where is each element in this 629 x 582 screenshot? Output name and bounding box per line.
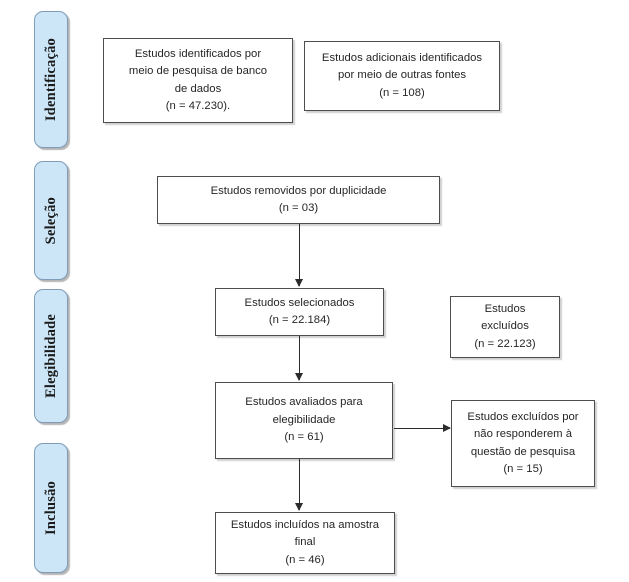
text-line: não responderem à: [474, 428, 572, 440]
box-identificados-outras-fontes: Estudos adicionais identificados por mei…: [304, 41, 500, 111]
text-line: (n = 03): [278, 202, 319, 214]
stage-elegibilidade-label: Elegibilidade: [42, 314, 59, 398]
stage-inclusao: Inclusão: [34, 443, 68, 573]
box-avaliados-elegibilidade: Estudos avaliados para elegibilidade (n …: [215, 382, 393, 459]
box-avaliados-elegibilidade-text: Estudos avaliados para elegibilidade (n …: [245, 394, 362, 447]
text-line: Estudos: [484, 302, 526, 315]
box-selecionados-text: Estudos selecionados (n = 22.184): [245, 295, 355, 330]
arrow-avaliados-to-incluidos: [295, 459, 303, 511]
text-line: (n = 22.184): [268, 314, 331, 326]
text-line: Estudos removidos por duplicidade: [210, 184, 387, 197]
box-selecionados: Estudos selecionados (n = 22.184): [215, 288, 384, 336]
text-line: Estudos identificados por: [134, 47, 262, 60]
stage-selecao: Seleção: [34, 161, 68, 280]
stage-elegibilidade: Elegibilidade: [34, 289, 68, 423]
text-line: (n = 108): [379, 86, 425, 99]
stage-selecao-label: Seleção: [42, 196, 59, 245]
box-excluidos-questao-pesquisa: Estudos excluídos por não responderem à …: [451, 400, 595, 487]
text-line: (n = 47.230).: [165, 100, 231, 112]
text-line: por meio de outras fontes: [337, 69, 467, 82]
text-line: Estudos avaliados para: [245, 396, 363, 409]
text-line: (n = 61): [284, 431, 324, 444]
stage-identificacao: Identificação: [34, 11, 68, 148]
text-line: final: [294, 536, 316, 549]
text-line: Estudos excluídos por: [467, 410, 579, 423]
text-line: Estudos incluídos na amostra: [230, 518, 380, 531]
box-identificados-banco-text: Estudos identificados por meio de pesqui…: [129, 46, 267, 116]
text-line: elegibilidade: [272, 413, 336, 426]
box-removidos-duplicidade-text: Estudos removidos por duplicidade (n = 0…: [211, 183, 387, 218]
stage-inclusao-label: Inclusão: [42, 481, 59, 535]
box-excluidos-questao-pesquisa-text: Estudos excluídos por não responderem à …: [467, 409, 578, 479]
text-line: Estudos adicionais identificados: [321, 51, 483, 64]
text-line: (n = 46): [285, 553, 325, 566]
text-line: (n = 22.123): [474, 337, 536, 350]
box-identificados-outras-fontes-text: Estudos adicionais identificados por mei…: [322, 50, 482, 103]
text-line: Estudos selecionados: [244, 296, 355, 309]
box-excluidos-text: Estudos excluídos (n = 22.123): [474, 301, 535, 354]
box-excluidos: Estudos excluídos (n = 22.123): [450, 296, 560, 358]
text-line: excluídos: [481, 320, 529, 333]
box-incluidos-amostra-final-text: Estudos incluídos na amostra final (n = …: [231, 517, 379, 570]
text-line: questão de pesquisa: [470, 445, 576, 458]
box-identificados-banco: Estudos identificados por meio de pesqui…: [103, 38, 293, 123]
arrow-dup-to-selecionados: [295, 224, 303, 287]
text-line: de dados: [174, 82, 222, 95]
box-removidos-duplicidade: Estudos removidos por duplicidade (n = 0…: [157, 176, 440, 224]
text-line: (n = 15): [503, 463, 543, 475]
arrow-avaliados-to-excluidos-questao: [394, 424, 451, 432]
text-line: meio de pesquisa de banco: [128, 65, 268, 77]
arrow-selecionados-to-avaliados: [295, 336, 303, 381]
box-incluidos-amostra-final: Estudos incluídos na amostra final (n = …: [215, 512, 395, 574]
stage-identificacao-label: Identificação: [42, 37, 59, 122]
